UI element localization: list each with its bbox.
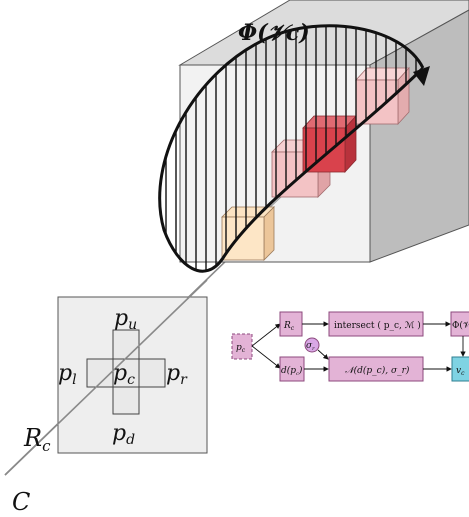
pipeline-phi-box: [450, 311, 469, 337]
pipeline-input-label: pc: [236, 343, 246, 354]
sampling-arrow-icon: [413, 66, 430, 86]
ray-label: Rc: [23, 424, 51, 455]
pipeline-intersect-label: intersect ( p_c, ℳ ): [334, 320, 421, 331]
pipeline-intersect-box: [328, 311, 424, 337]
pipeline-gaussian-box: [328, 356, 424, 382]
branch-arrow-up: [251, 323, 281, 347]
pipeline-phi-label: Φ(𝒱: [452, 320, 469, 331]
pixel-center: [112, 358, 140, 388]
pipeline-ray-label: Rc: [283, 321, 295, 332]
pipeline-output-label: vc: [456, 366, 465, 377]
pixel-up: [112, 329, 140, 360]
pipeline-gaussian-label: 𝒩(d(p_c), σ_r): [345, 365, 410, 376]
pixel-cross: [86, 329, 166, 415]
pipeline: pc Rc intersect ( p_c, ℳ ) Φ(𝒱 d(pc) σr …: [231, 311, 469, 382]
arrow-sigma-to-gaussian: [317, 349, 329, 360]
volume-label: Φ(𝒱c): [238, 20, 310, 46]
sampling-ellipse: [158, 24, 425, 273]
pixel-left-label: pl: [58, 361, 77, 388]
volume-cube: [178, 0, 469, 263]
pipeline-sigma-circle: [304, 337, 320, 353]
ray-through-plane: [4, 279, 208, 476]
pipeline-output-box: [451, 356, 469, 382]
voxel-red: [302, 114, 357, 174]
voxel-light: [221, 206, 275, 261]
pipeline-depth-label: d(pc): [281, 365, 303, 377]
pixel-right: [138, 358, 166, 388]
camera-label: C: [12, 488, 30, 516]
voxel-pink-far: [355, 66, 410, 126]
branch-arrow-down: [251, 345, 281, 369]
pipeline-sigma-label: σr: [306, 341, 315, 352]
pixel-down: [112, 386, 140, 415]
